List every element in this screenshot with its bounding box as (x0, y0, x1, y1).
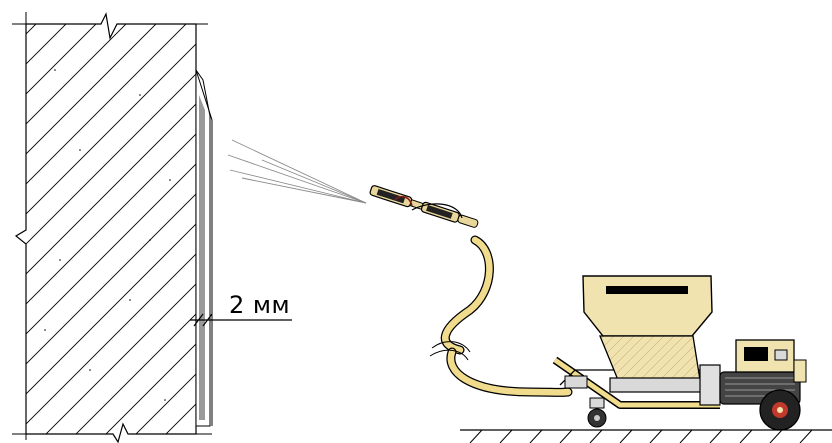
thickness-label: 2 мм (229, 291, 291, 319)
plaster-coating-layer (195, 68, 213, 427)
spray-jet (227, 139, 367, 204)
thickness-dimension (190, 313, 292, 327)
ground (460, 429, 832, 443)
material-hose (429, 235, 573, 397)
wall (12, 12, 212, 443)
plastering-machine (552, 275, 807, 431)
spray-gun (369, 185, 479, 228)
wall-speckles (44, 69, 171, 401)
